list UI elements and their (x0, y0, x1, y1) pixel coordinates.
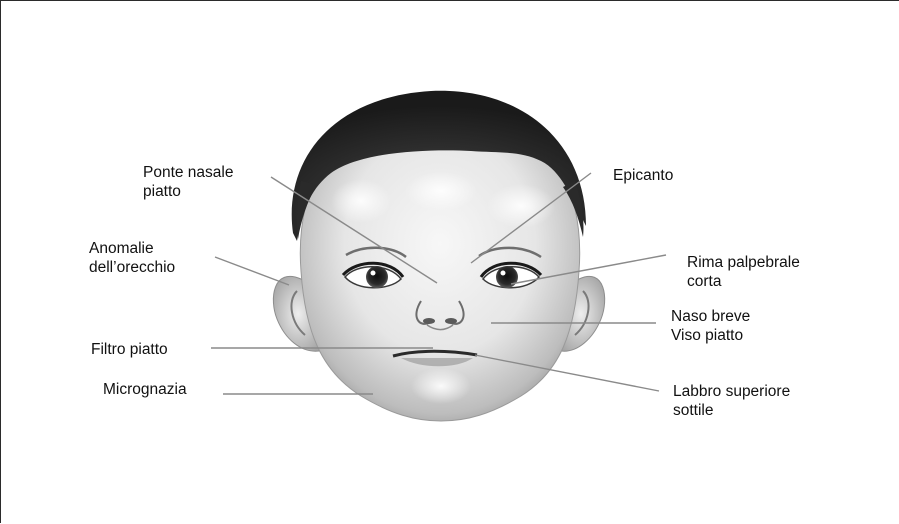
label-ponte-nasale-line2: piatto (143, 182, 234, 201)
label-naso-breve: Naso breve (671, 307, 750, 326)
label-micrognazia-line1: Micrognazia (103, 380, 187, 399)
label-labbro-superiore-sottile: Labbro superiore sottile (673, 382, 790, 420)
label-filtro-line1: Filtro piatto (91, 340, 168, 359)
label-ponte-nasale-piatto: Ponte nasale piatto (143, 163, 234, 201)
label-ponte-nasale-line1: Ponte nasale (143, 163, 234, 182)
leader-line-anomalie-orecchio (215, 257, 289, 285)
label-rima-palpebrale-corta: Rima palpebrale corta (687, 253, 800, 291)
label-naso-breve-viso-piatto: Naso breve Viso piatto (671, 307, 750, 345)
label-labbro-line1: Labbro superiore (673, 382, 790, 401)
label-rima-line1: Rima palpebrale (687, 253, 800, 272)
label-rima-line2: corta (687, 272, 800, 291)
label-micrognazia: Micrognazia (103, 380, 187, 399)
label-filtro-piatto: Filtro piatto (91, 340, 168, 359)
label-labbro-line2: sottile (673, 401, 790, 420)
label-anomalie-line1: Anomalie (89, 239, 175, 258)
label-anomalie-orecchio: Anomalie dell’orecchio (89, 239, 175, 277)
label-viso-piatto: Viso piatto (671, 326, 750, 345)
label-epicanto: Epicanto (613, 166, 673, 185)
label-epicanto-line1: Epicanto (613, 166, 673, 185)
label-anomalie-line2: dell’orecchio (89, 258, 175, 277)
